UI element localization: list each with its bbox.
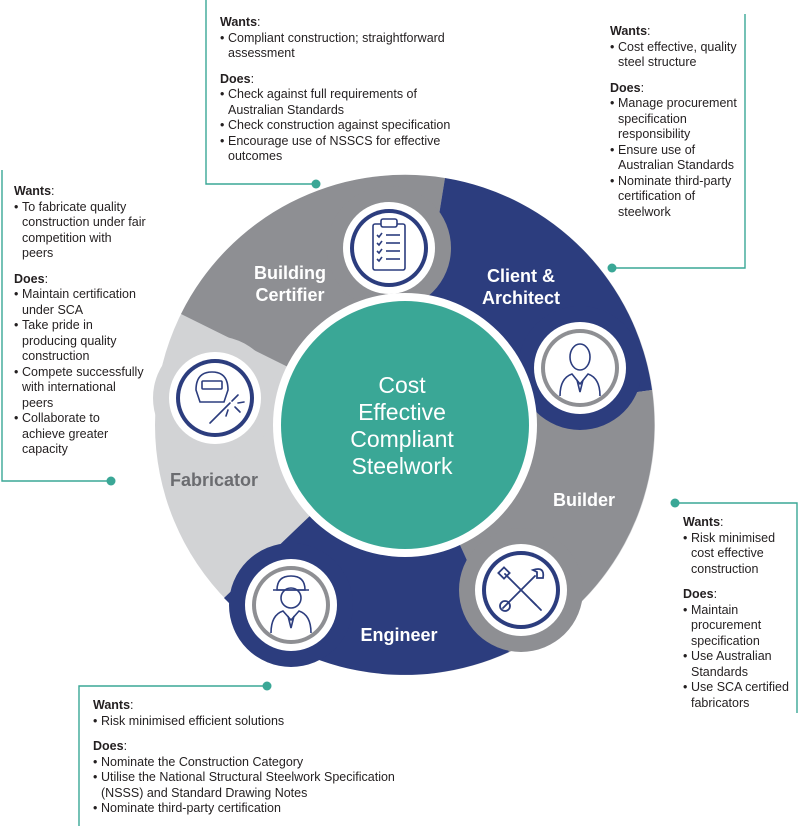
center-title-line: Cost (378, 372, 426, 398)
wants-item: Risk minimised cost effective constructi… (683, 531, 793, 578)
wants-section: Wants: Cost effective, quality steel str… (610, 24, 740, 71)
does-item: Use Australian Standards (683, 649, 793, 680)
wants-item: Risk minimised efficient solutions (93, 714, 413, 730)
connector-dot-building-certifier (311, 179, 321, 189)
connector-fabricator (1, 170, 111, 482)
info-box-fabricator: Wants: To fabricate quality construction… (14, 184, 146, 468)
does-heading: Does (683, 587, 714, 601)
does-heading: Does (220, 71, 251, 86)
connector-building-certifier (205, 0, 316, 185)
wants-heading: Wants (683, 515, 721, 529)
does-item: Maintain certification under SCA (14, 287, 146, 318)
wants-item: Compliant construction; straightforward … (220, 31, 470, 62)
does-item: Collaborate to achieve greater capacity (14, 411, 146, 458)
hardhat-worker-icon (245, 559, 337, 651)
wants-section: Wants: Risk minimised cost effective con… (683, 515, 793, 577)
info-box-building-certifier: Wants: Compliant construction; straightf… (220, 15, 470, 175)
does-item: Nominate third-party certification of st… (610, 174, 740, 221)
wants-heading: Wants (610, 24, 648, 38)
label-engineer: Engineer (360, 625, 438, 645)
does-item: Use SCA certified fabricators (683, 680, 793, 711)
center-title-line: Steelwork (351, 453, 453, 479)
does-item: Check against full requirements of Austr… (220, 87, 470, 118)
info-box-engineer: Wants: Risk minimised efficient solution… (93, 698, 413, 817)
connector-client-architect (612, 14, 746, 269)
does-heading: Does (93, 739, 124, 753)
businessman-icon (534, 322, 626, 414)
does-item: Nominate the Construction Category (93, 755, 413, 771)
does-item: Encourage use of NSSCS for effective out… (220, 134, 470, 165)
clipboard-checklist-icon (343, 202, 435, 294)
does-section: Does: Maintain certification under SCA T… (14, 272, 146, 458)
label-line: Client & (486, 266, 555, 286)
label-line: Certifier (255, 285, 325, 305)
connector-dot-builder (670, 498, 680, 508)
connector-engineer (78, 685, 267, 826)
center-title-line: Compliant (350, 426, 454, 452)
does-item: Maintain procurement specification (683, 603, 793, 650)
wants-heading: Wants (93, 698, 131, 712)
label-builder: Builder (552, 490, 615, 510)
wants-item: To fabricate quality construction under … (14, 200, 146, 262)
welding-mask-icon (169, 352, 261, 444)
does-item: Check construction against specification (220, 118, 470, 134)
does-section: Does: Nominate the Construction Category… (93, 739, 413, 817)
info-box-builder: Wants: Risk minimised cost effective con… (683, 515, 793, 721)
does-section: Does: Maintain procurement specification… (683, 587, 793, 711)
wrench-screwdriver-icon (475, 544, 567, 636)
label-client-architect: Client & Architect (466, 265, 576, 309)
wants-section: Wants: Compliant construction; straightf… (220, 15, 470, 62)
info-box-client-architect: Wants: Cost effective, quality steel str… (610, 24, 740, 230)
wants-section: Wants: To fabricate quality construction… (14, 184, 146, 262)
wants-heading: Wants (14, 184, 52, 198)
does-heading: Does (610, 80, 641, 95)
does-item: Utilise the National Structural Steelwor… (93, 770, 413, 801)
does-item: Nominate third-party certification (93, 801, 413, 817)
does-item: Compete successfully with international … (14, 365, 146, 412)
connector-dot-client-architect (607, 263, 617, 273)
connector-dot-fabricator (106, 476, 116, 486)
does-item: Ensure use of Australian Standards (610, 143, 740, 174)
label-building-certifier: Building Certifier (232, 262, 348, 306)
center-title: Cost Effective Compliant Steelwork (290, 372, 514, 480)
does-item: Take pride in producing quality construc… (14, 318, 146, 365)
wants-section: Wants: Risk minimised efficient solution… (93, 698, 413, 729)
center-circle (281, 301, 529, 549)
does-item: Manage procurement specification respons… (610, 96, 740, 143)
center-title-line: Effective (358, 399, 446, 425)
label-fabricator: Fabricator (169, 470, 259, 490)
label-line: Building (254, 263, 326, 283)
wants-item: Cost effective, quality steel structure (610, 40, 740, 71)
connector-dot-engineer (262, 681, 272, 691)
does-section: Does: Manage procurement specification r… (610, 81, 740, 221)
connector-builder (675, 502, 798, 713)
label-line: Architect (481, 288, 561, 308)
wants-heading: Wants (220, 15, 258, 29)
does-section: Does: Check against full requirements of… (220, 72, 470, 165)
does-heading: Does (14, 271, 45, 286)
